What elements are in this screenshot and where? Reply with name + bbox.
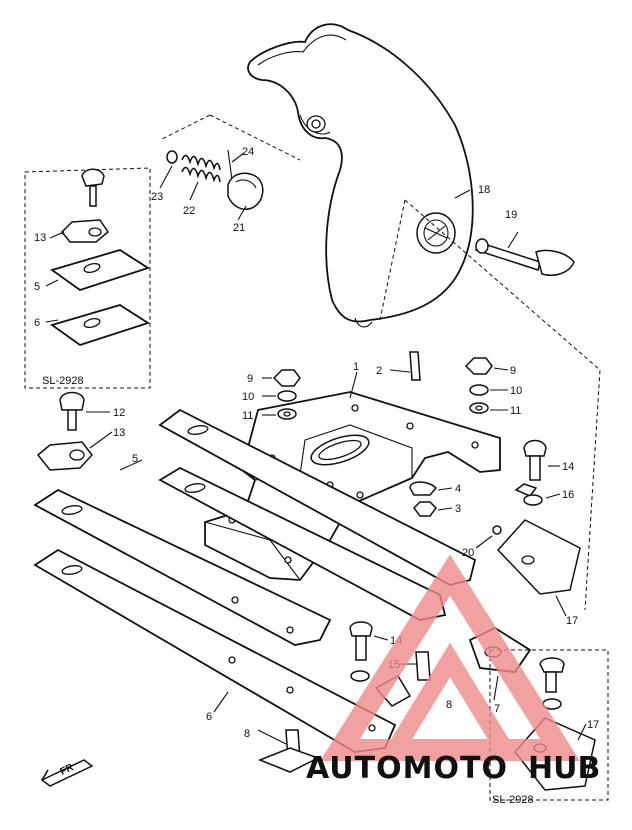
- support-rails: [33, 408, 532, 753]
- callout-1: 1: [353, 361, 359, 373]
- callout-14a: 14: [562, 461, 574, 473]
- callout-11b: 11: [510, 405, 521, 417]
- callout-23: 23: [151, 191, 163, 203]
- callout-9a: 9: [247, 373, 253, 385]
- fasteners-right: [492, 439, 581, 595]
- callout-2: 2: [376, 365, 382, 377]
- callout-20: 20: [462, 547, 474, 559]
- callout-5a: 5: [34, 281, 40, 293]
- callout-11a: 11: [242, 410, 253, 422]
- fasteners-left: [36, 391, 93, 471]
- callout-9b: 9: [510, 365, 516, 377]
- callout-10a: 10: [242, 391, 254, 403]
- callout-12: 12: [113, 407, 125, 419]
- callout-21: 21: [233, 222, 245, 234]
- callout-8b: 8: [244, 728, 250, 740]
- watermark-text-right: HUB: [528, 751, 600, 786]
- callout-17a: 17: [566, 615, 578, 627]
- callout-7: 7: [494, 703, 500, 715]
- callout-6b: 6: [206, 711, 212, 723]
- front-marker-label: FR: [59, 762, 76, 778]
- callout-13b: 13: [113, 427, 125, 439]
- callout-16: 16: [562, 489, 574, 501]
- callout-8a: 8: [446, 699, 452, 711]
- callout-6a: 6: [34, 317, 40, 329]
- inset-label-bottom-right: SL-2928: [492, 794, 534, 806]
- front-marker: FR: [40, 759, 94, 787]
- callout-19: 19: [505, 209, 517, 221]
- callout-5b: 5: [132, 453, 138, 465]
- watermark: AUTOMOTO HUB: [306, 554, 600, 786]
- callout-18: 18: [478, 184, 490, 196]
- inset-label-top-left: SL-2928: [42, 375, 84, 387]
- callout-17b: 17: [587, 719, 599, 731]
- inset-top-left: SL-2928: [24, 167, 151, 389]
- flywheel-cover: [247, 23, 474, 328]
- cable-rod: [475, 238, 575, 276]
- watermark-text-left: AUTOMOTO: [306, 751, 508, 786]
- guide-lines: [159, 114, 601, 611]
- callout-13a: 13: [34, 232, 46, 244]
- leader-lines: [45, 152, 587, 745]
- callout-3: 3: [455, 503, 461, 515]
- callout-22: 22: [183, 205, 195, 217]
- fasteners-top: [272, 351, 493, 517]
- callout-4: 4: [455, 483, 461, 495]
- callouts: 24 23 22 21 18 19 13 5 6 1 2 9 10 11 9 1…: [34, 146, 599, 740]
- callout-24: 24: [242, 146, 254, 158]
- watermark-logo: [320, 554, 580, 761]
- knob-assembly: [166, 149, 264, 210]
- callout-10b: 10: [510, 385, 522, 397]
